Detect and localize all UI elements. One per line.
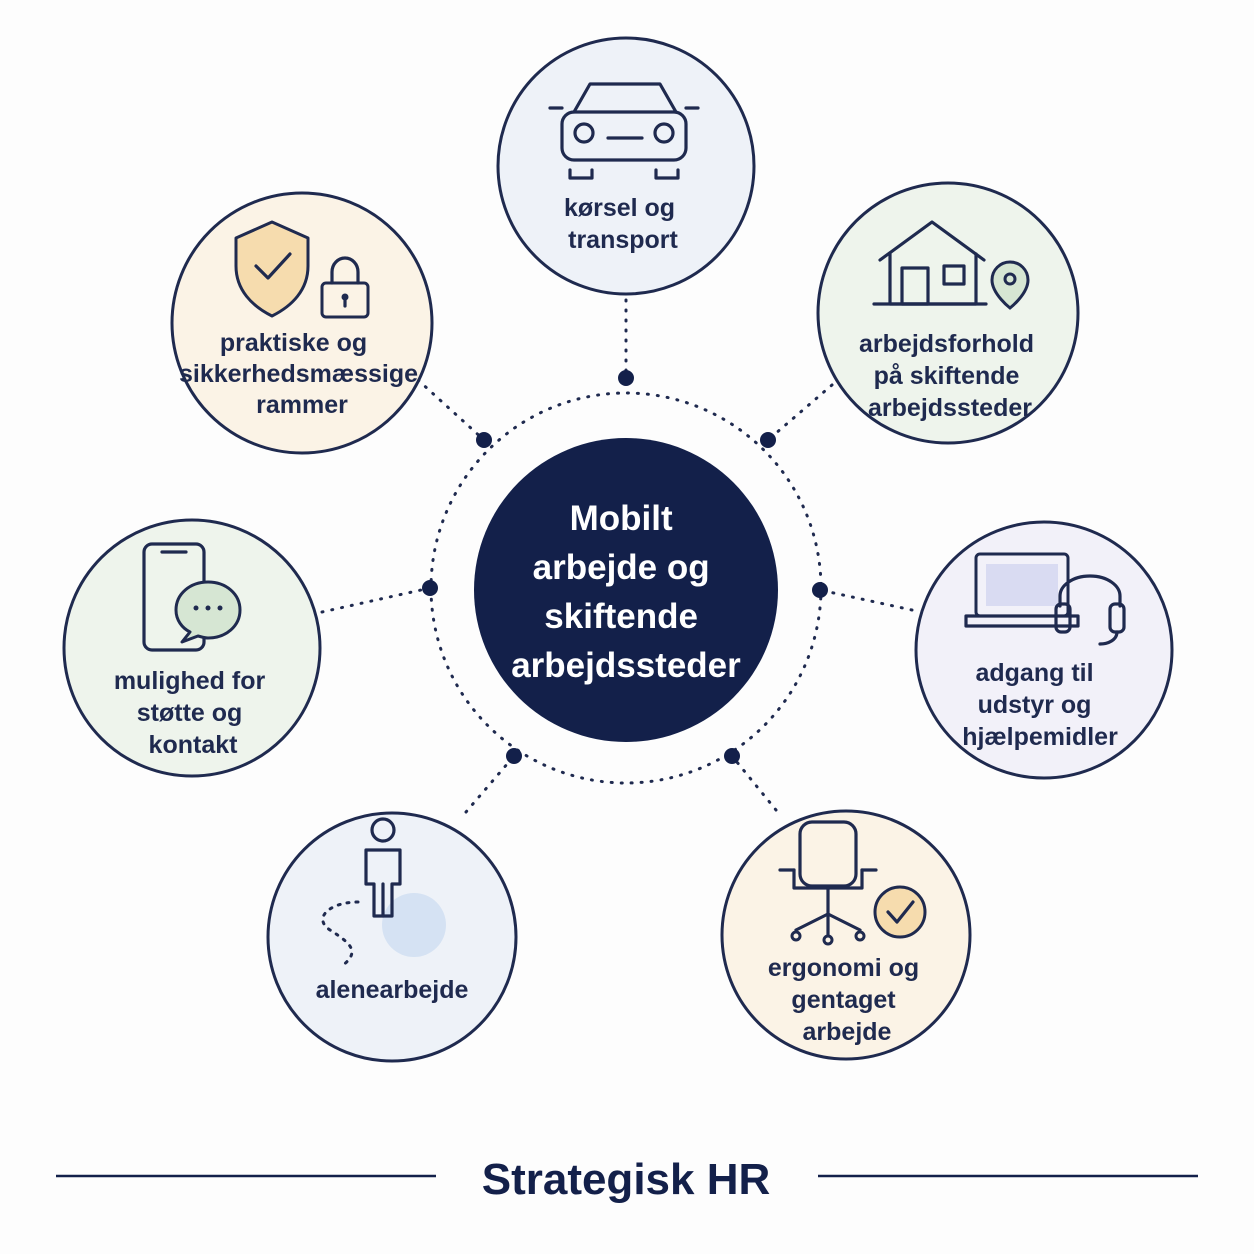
node-label-line: arbejdsforhold <box>859 330 1034 358</box>
node-circle <box>816 181 1080 445</box>
laptop-headset-icon <box>964 552 1126 646</box>
footer-title: Strategisk HR <box>482 1155 771 1204</box>
connector-lone-work <box>464 754 516 814</box>
center-title: Mobilt arbejde og skiftende arbejdsstede… <box>511 499 741 685</box>
connector-ergonomics <box>730 754 778 812</box>
center-circle <box>474 438 778 742</box>
connector-dots <box>422 370 828 764</box>
node-label-line: ergonomi og <box>768 954 919 982</box>
node-label: mulighed for støtte og kontakt <box>114 667 272 759</box>
node-circle <box>62 518 322 778</box>
connector-support <box>320 586 432 614</box>
node-safety: praktiske og sikkerhedsmæssige rammer <box>170 191 434 455</box>
node-label-line: adgang til <box>975 659 1093 687</box>
node-circle <box>496 36 756 296</box>
node-label-line: arbejdssteder <box>868 394 1032 422</box>
node-label: alenearbejde <box>316 976 469 1004</box>
node-label-line: sikkerhedsmæssige <box>179 360 418 388</box>
connector-dot <box>476 432 492 448</box>
node-label-line: kørsel og <box>564 194 675 222</box>
shield-lock-icon <box>234 220 370 319</box>
node-label: adgang til udstyr og hjælpemidler <box>962 659 1118 751</box>
connector-safety <box>416 378 486 442</box>
node-working-conditions: arbejdsforhold på skiftende arbejdsstede… <box>816 181 1080 445</box>
node-label-line: gentaget <box>791 986 896 1014</box>
footer: Strategisk HR <box>56 1155 1198 1204</box>
node-label-line: arbejde <box>803 1018 892 1046</box>
node-circle <box>720 809 972 1061</box>
phone-chat-icon <box>142 542 242 652</box>
center-node: Mobilt arbejde og skiftende arbejdsstede… <box>474 438 778 742</box>
node-label-line: hjælpemidler <box>962 723 1118 751</box>
node-label-line: transport <box>568 226 678 254</box>
center-title-line: skiftende <box>544 597 698 636</box>
office-chair-check-icon <box>778 820 927 946</box>
node-label-line: kontakt <box>149 731 239 759</box>
connector-dot <box>618 370 634 386</box>
node-label: arbejdsforhold på skiftende arbejdsstede… <box>859 330 1041 422</box>
node-label-line: udstyr og <box>978 691 1092 719</box>
node-label: ergonomi og gentaget arbejde <box>768 954 926 1046</box>
node-label-line: på skiftende <box>874 362 1020 390</box>
house-location-icon <box>872 220 1030 310</box>
node-label: praktiske og sikkerhedsmæssige rammer <box>179 329 425 419</box>
connector-dot <box>422 580 438 596</box>
node-transport: kørsel og transport <box>496 36 756 296</box>
node-label-line: alenearbejde <box>316 976 469 1004</box>
node-lone-work: alenearbejde <box>266 811 518 1063</box>
node-label-line: rammer <box>256 391 348 419</box>
connector-dot <box>760 432 776 448</box>
node-label-line: mulighed for <box>114 667 266 695</box>
node-ergonomics: ergonomi og gentaget arbejde <box>720 809 972 1061</box>
node-support: mulighed for støtte og kontakt <box>62 518 322 778</box>
node-label: kørsel og transport <box>564 194 682 254</box>
node-label-line: praktiske og <box>220 329 367 357</box>
node-circle <box>914 520 1174 780</box>
connector-working-conditions <box>766 383 834 442</box>
car-icon <box>548 82 700 180</box>
person-path-icon <box>321 817 446 968</box>
connector-dot <box>812 582 828 598</box>
connector-dot <box>506 748 522 764</box>
connector-dot <box>724 748 740 764</box>
center-title-line: Mobilt <box>570 499 673 538</box>
node-equipment: adgang til udstyr og hjælpemidler <box>914 520 1174 780</box>
node-label-line: støtte og <box>137 699 243 727</box>
center-title-line: arbejde og <box>533 548 710 587</box>
center-title-line: arbejdssteder <box>511 646 741 685</box>
connector-equipment <box>818 588 914 612</box>
